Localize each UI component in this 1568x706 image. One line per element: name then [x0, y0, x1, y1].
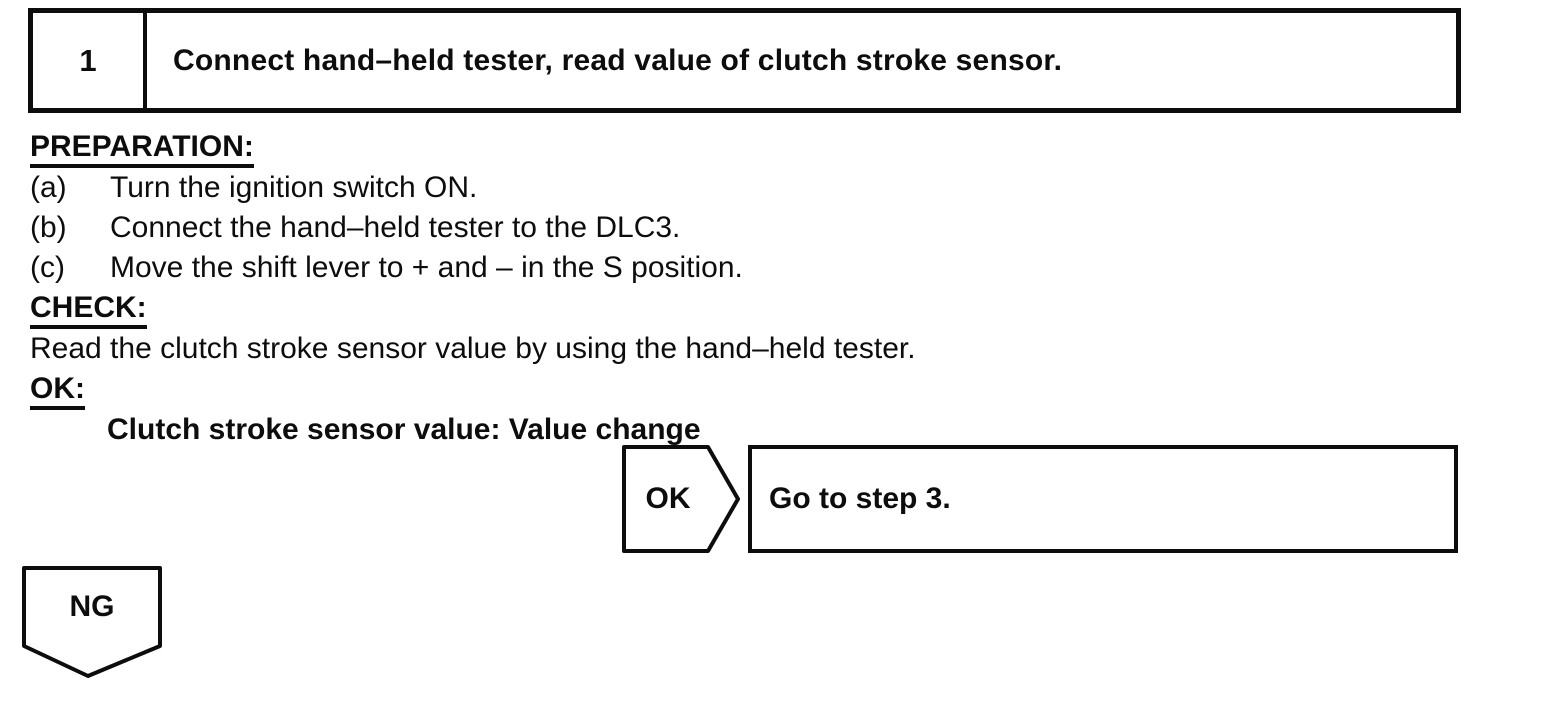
ok-criteria: Clutch stroke sensor value: Value change [107, 413, 701, 446]
list-item: (b) Connect the hand–held tester to the … [30, 208, 1210, 248]
check-heading: CHECK: [30, 288, 1210, 329]
list-item-label: (c) [30, 251, 65, 284]
list-item-text: Move the shift lever to + and – in the S… [110, 251, 743, 284]
ok-heading-label: OK: [30, 372, 85, 410]
list-item-label: (b) [30, 211, 67, 244]
ng-arrow-icon [22, 566, 162, 678]
check-text: Read the clutch stroke sensor value by u… [30, 332, 916, 365]
step-header-box: 1 Connect hand–held tester, read value o… [28, 8, 1461, 113]
list-item: (a) Turn the ignition switch ON. [30, 168, 1210, 208]
list-item-text: Connect the hand–held tester to the DLC3… [110, 211, 681, 244]
ok-connector-label: OK [645, 482, 691, 515]
step-number: 1 [33, 13, 147, 108]
ng-connector-label: NG [69, 590, 115, 623]
ok-action-text: Go to step 3. [769, 482, 951, 515]
list-item-label: (a) [30, 171, 67, 204]
ok-heading: OK: [30, 369, 1210, 410]
ng-connector-shape: NG [22, 566, 162, 678]
ok-action-box: Go to step 3. [748, 445, 1458, 553]
step-title: Connect hand–held tester, read value of … [173, 43, 1063, 77]
check-heading-label: CHECK: [30, 291, 147, 329]
preparation-heading-label: PREPARATION: [30, 130, 254, 168]
ok-arrow-icon [622, 445, 740, 553]
list-item-text: Turn the ignition switch ON. [110, 171, 478, 204]
ok-connector-shape: OK [622, 445, 740, 553]
list-item: (c) Move the shift lever to + and – in t… [30, 248, 1210, 288]
preparation-heading: PREPARATION: [30, 127, 1210, 168]
procedure-text: PREPARATION: (a) Turn the ignition switc… [30, 127, 1210, 450]
